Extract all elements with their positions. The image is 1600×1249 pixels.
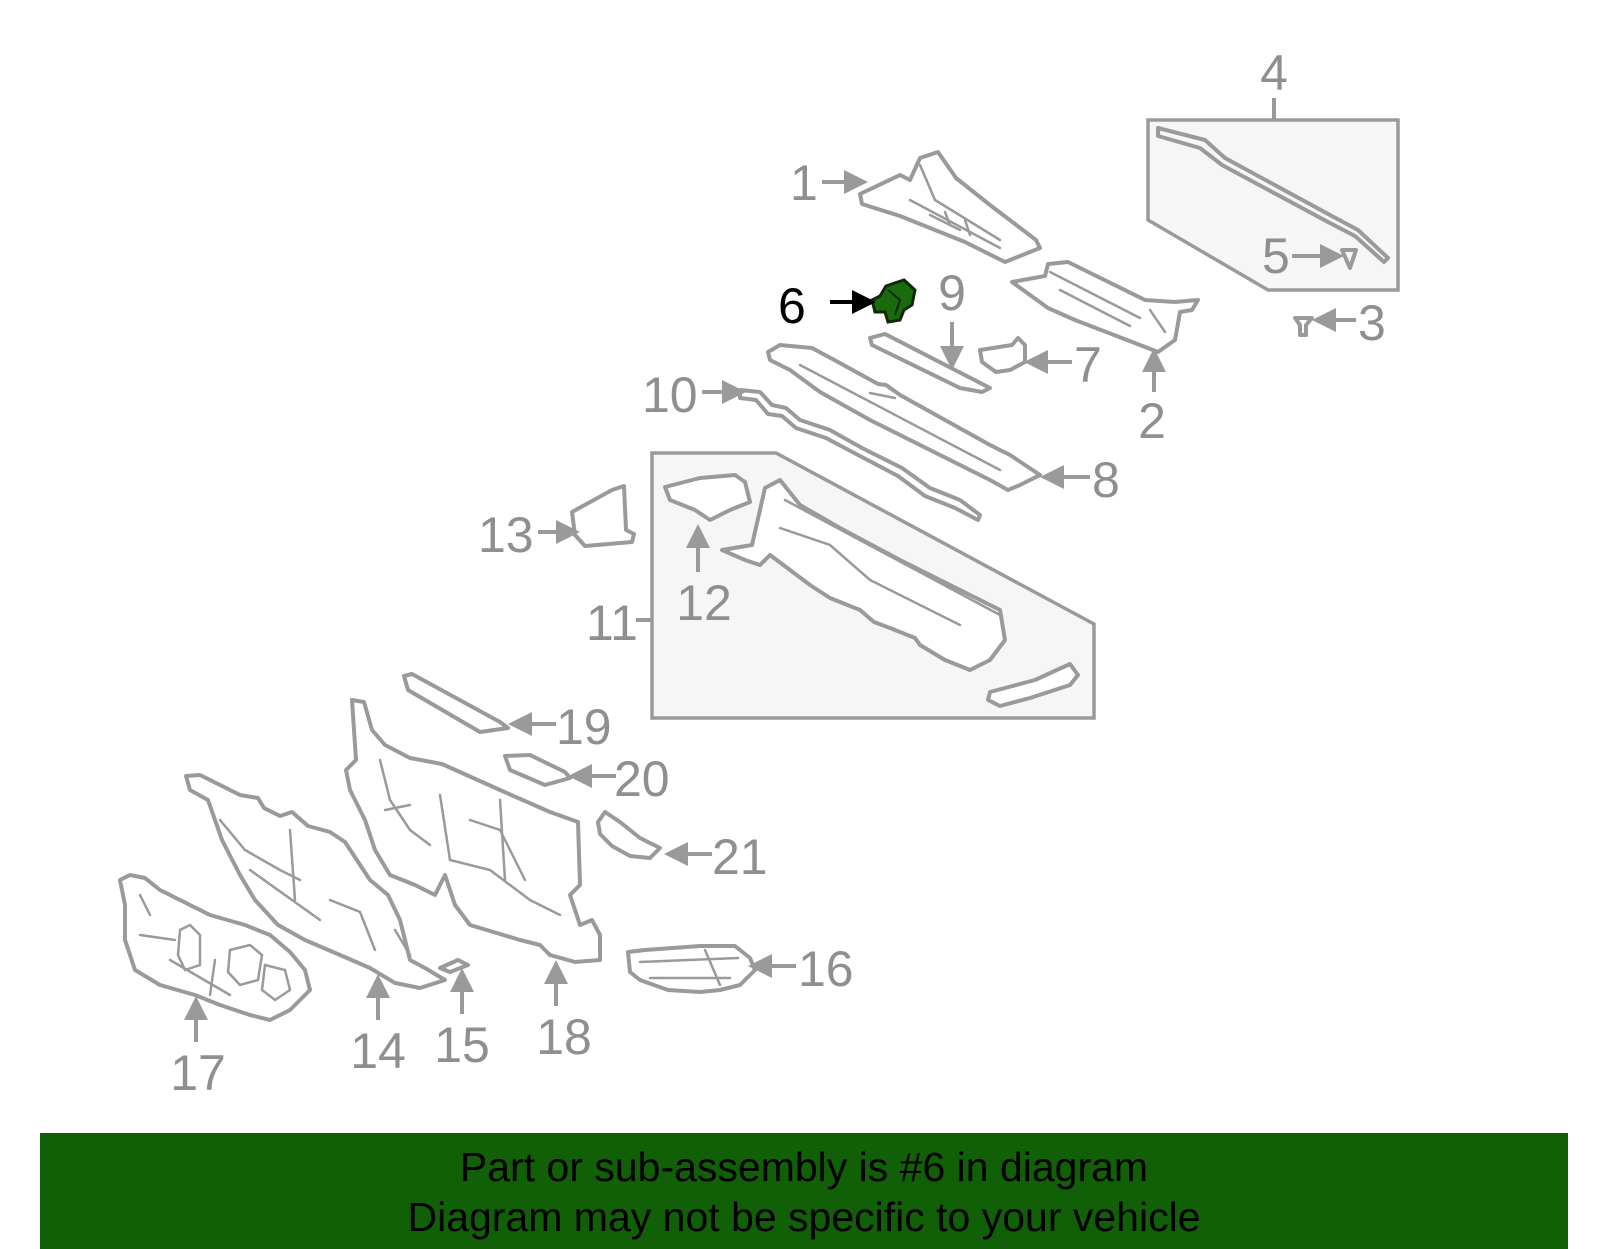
callout-7: 7 xyxy=(1074,337,1102,393)
part-4-molding xyxy=(1156,126,1390,264)
callout-labels: 1 2 3 4 5 6 7 8 9 10 11 12 13 14 15 16 1… xyxy=(170,45,1386,1101)
part-16 xyxy=(626,944,757,994)
info-banner: Part or sub-assembly is #6 in diagram Di… xyxy=(40,1133,1568,1249)
part-6-highlighted xyxy=(870,278,917,324)
part-19 xyxy=(402,672,510,734)
part-17 xyxy=(118,873,312,1022)
callout-2: 2 xyxy=(1138,393,1166,449)
part-18 xyxy=(344,698,602,964)
part-7 xyxy=(978,336,1027,374)
callout-12: 12 xyxy=(676,575,732,631)
leaders xyxy=(184,170,1356,1042)
part-13 xyxy=(570,484,636,548)
part-20 xyxy=(503,753,572,787)
banner-line-1: Part or sub-assembly is #6 in diagram xyxy=(459,1144,1149,1190)
callout-17: 17 xyxy=(170,1045,226,1101)
part-8 xyxy=(766,343,1042,492)
callout-1: 1 xyxy=(790,155,818,211)
part-10 xyxy=(738,388,982,522)
callout-15: 15 xyxy=(434,1017,490,1073)
part-2 xyxy=(1010,260,1200,354)
part-11-bracket xyxy=(986,662,1080,708)
callout-8: 8 xyxy=(1092,452,1120,508)
part-15 xyxy=(438,958,470,974)
part-14 xyxy=(184,773,447,990)
part-12 xyxy=(663,473,752,522)
part-1 xyxy=(858,150,1042,264)
banner-line-2: Diagram may not be specific to your vehi… xyxy=(407,1194,1201,1240)
callout-14: 14 xyxy=(350,1023,406,1079)
callout-21: 21 xyxy=(712,829,768,885)
callout-6: 6 xyxy=(778,278,806,334)
part-9 xyxy=(868,332,992,394)
callout-11: 11 xyxy=(586,595,638,651)
callout-16: 16 xyxy=(798,941,854,997)
callout-5: 5 xyxy=(1262,228,1290,284)
callout-19: 19 xyxy=(556,699,612,755)
part-3-bolt xyxy=(1293,316,1314,337)
part-5-clip xyxy=(1340,248,1358,270)
part-21 xyxy=(596,810,662,860)
callout-20: 20 xyxy=(614,751,670,807)
callout-9: 9 xyxy=(938,265,966,321)
part-11-group xyxy=(636,451,1096,720)
callout-4: 4 xyxy=(1260,45,1288,101)
callout-10: 10 xyxy=(642,367,698,423)
callout-13: 13 xyxy=(478,507,534,563)
callout-18: 18 xyxy=(536,1009,592,1065)
callout-3: 3 xyxy=(1358,295,1386,351)
